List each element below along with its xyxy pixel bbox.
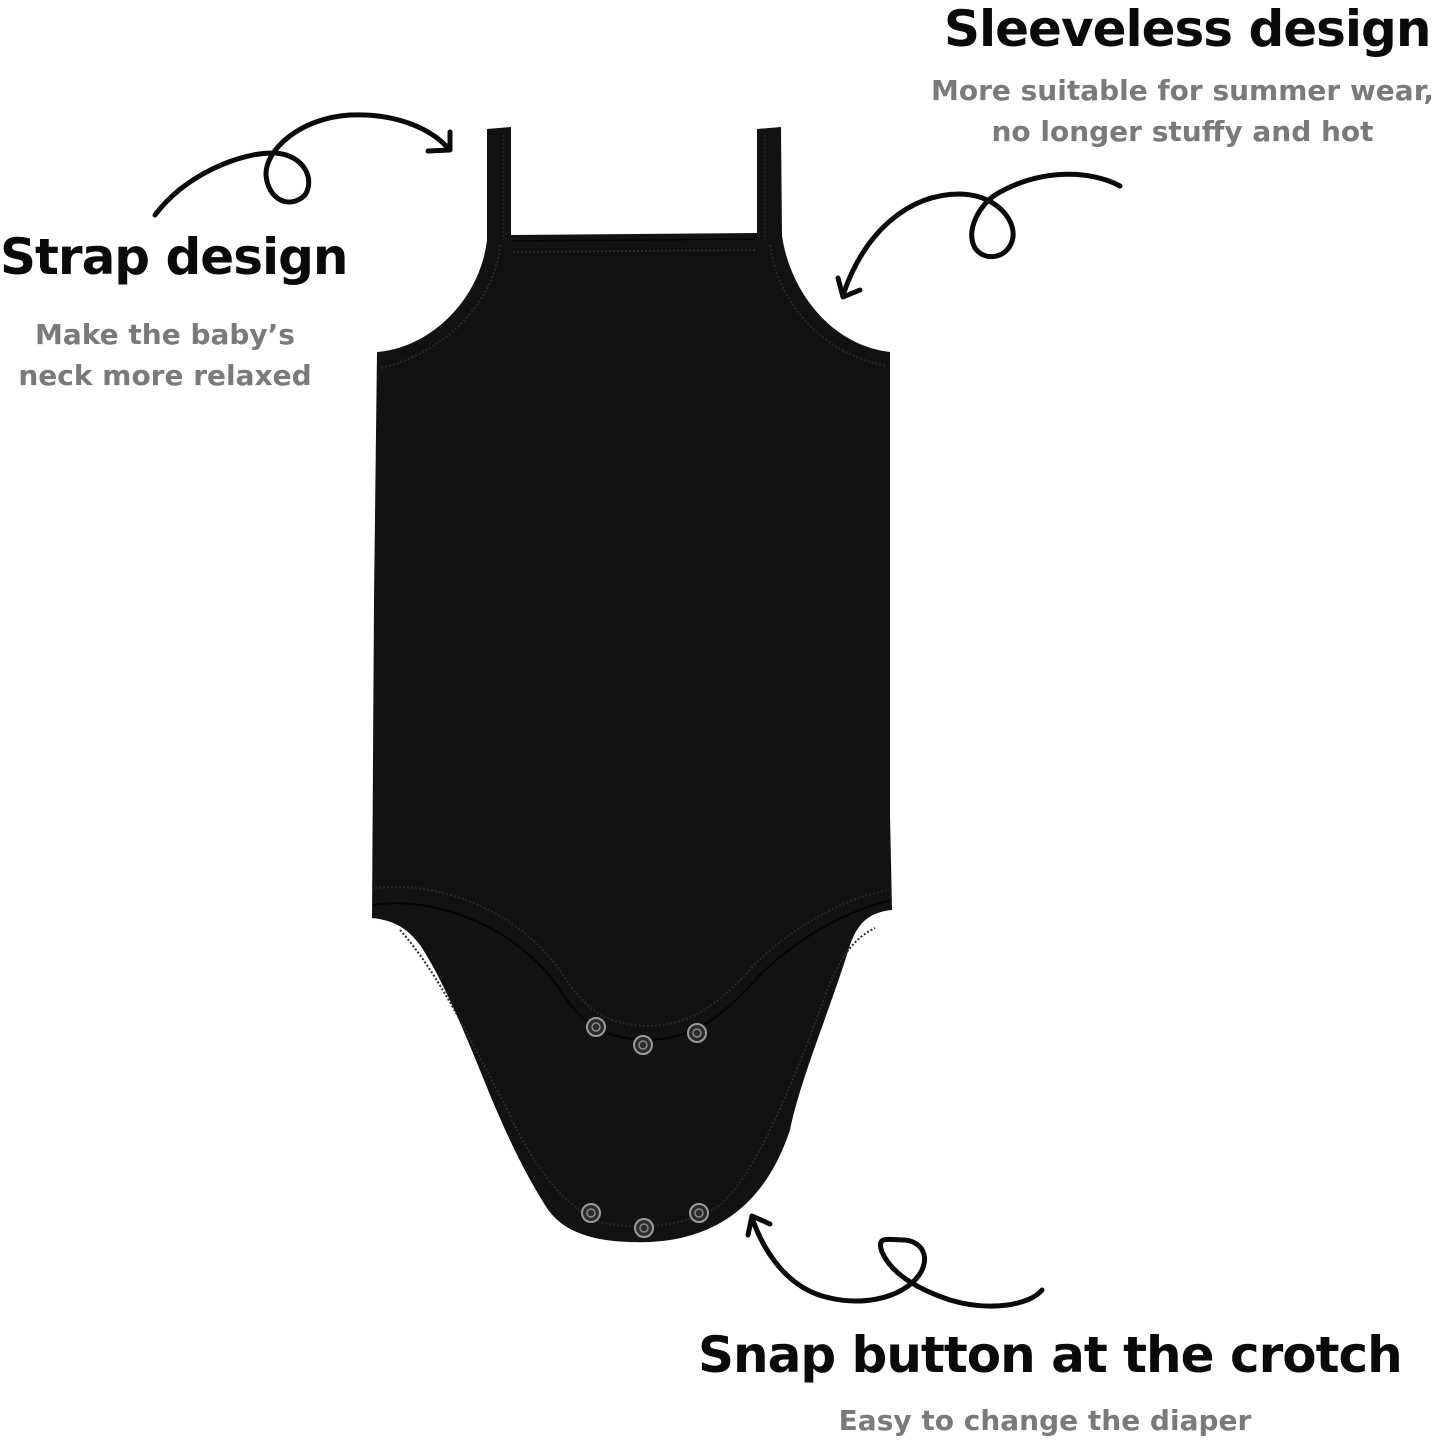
snap-button-icon: [689, 1203, 709, 1223]
sleeveless-design-subtitle-line2: no longer stuffy and hot: [991, 115, 1374, 148]
snap-button-icon: [633, 1035, 653, 1055]
snap-button-icon: [687, 1023, 707, 1043]
strap-design-subtitle: Make the baby’s neck more relaxed: [0, 314, 330, 396]
snap-button-icon: [634, 1218, 654, 1238]
curly-arrow-icon-snap: [745, 1213, 1045, 1309]
snap-button-title: Snap button at the crotch: [698, 1326, 1403, 1384]
curly-arrow-icon-strap: [152, 112, 453, 218]
snap-buttons-front: [586, 1017, 707, 1055]
strap-design-subtitle-line1: Make the baby’s: [35, 318, 295, 351]
snap-button-icon: [581, 1203, 601, 1223]
strap-design-subtitle-line2: neck more relaxed: [18, 359, 312, 392]
strap-design-title: Strap design: [0, 228, 348, 286]
snap-button-subtitle: Easy to change the diaper: [838, 1404, 1252, 1437]
curly-arrow-icon-sleeveless: [835, 171, 1123, 300]
sleeveless-design-title: Sleeveless design: [944, 0, 1431, 58]
sleeveless-design-subtitle-line1: More suitable for summer wear,: [930, 74, 1435, 107]
snap-button-icon: [586, 1017, 606, 1037]
snap-buttons-back: [581, 1203, 709, 1238]
sleeveless-design-subtitle: More suitable for summer wear, no longer…: [920, 70, 1445, 152]
bodysuit-garment: [372, 127, 892, 1243]
